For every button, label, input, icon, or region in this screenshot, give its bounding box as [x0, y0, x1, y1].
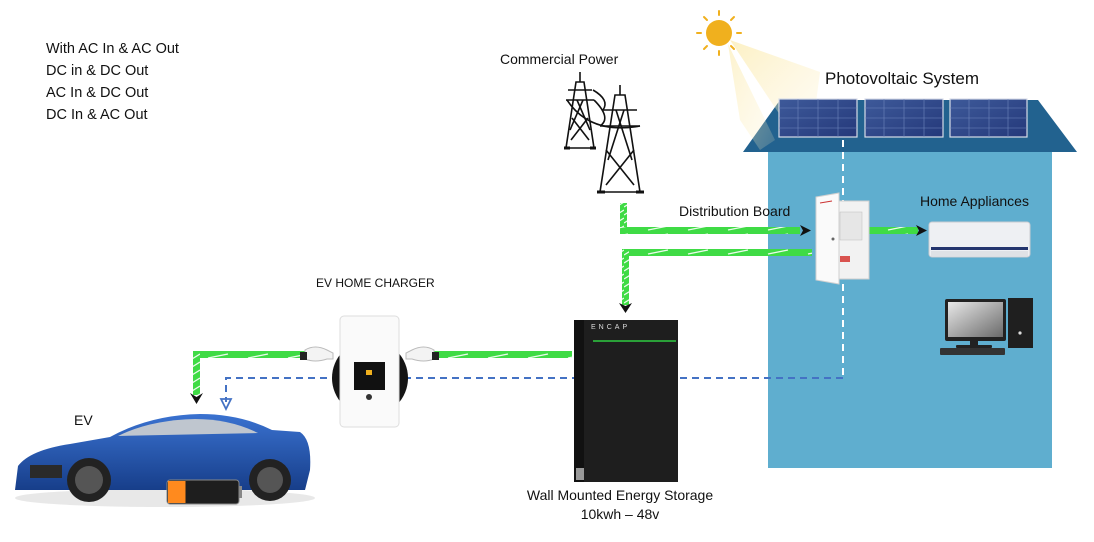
mode-list: With AC In & AC Out DC in & DC Out AC In… [46, 38, 179, 126]
mode-item: AC In & DC Out [46, 85, 149, 101]
ev-home-charger-label: EV HOME CHARGER [316, 276, 435, 290]
home-appliances-label: Home Appliances [920, 193, 1029, 209]
ac-line-storage-to-charger [430, 351, 572, 358]
dc-line [225, 377, 843, 402]
breaker-panel-icon [815, 192, 870, 285]
mode-item: DC In & AC Out [46, 107, 148, 123]
battery-level-icon [166, 479, 242, 505]
sun-icon [696, 10, 742, 56]
ac-line-board-to-storage [622, 249, 812, 305]
transmission-tower-icon [564, 72, 644, 194]
ev-label: EV [74, 412, 93, 428]
solar-panel-icon [864, 98, 944, 138]
solar-panels [778, 98, 1028, 138]
mode-item: With AC In & AC Out [46, 41, 179, 57]
ac-line-grid-to-board [620, 203, 800, 234]
ac-line-board-to-appliance [868, 227, 918, 234]
photovoltaic-system-label: Photovoltaic System [825, 69, 980, 88]
ac-arrow-icon [190, 393, 203, 404]
ac-arrow-icon [619, 303, 632, 313]
commercial-power-label: Commercial Power [500, 51, 619, 67]
air-conditioner-icon [928, 221, 1031, 258]
dc-arrow-icon [219, 398, 233, 412]
energy-storage-icon [574, 320, 678, 482]
desktop-computer-icon [940, 298, 1033, 355]
battery-brand-label: ENCAP [591, 324, 631, 331]
ev-charger-icon [300, 315, 439, 428]
car-icon [15, 414, 315, 507]
solar-panel-icon [949, 98, 1028, 138]
ac-line-charger-to-ev [193, 351, 305, 395]
ac-arrow-icon [800, 225, 811, 236]
distribution-board-label: Distribution Board [679, 203, 791, 219]
storage-title-label: Wall Mounted Energy Storage [526, 487, 714, 503]
battery-charge-fill [168, 481, 186, 503]
ac-arrow-icon [916, 225, 927, 236]
mode-item: DC in & DC Out [46, 63, 149, 79]
solar-panel-icon [778, 98, 858, 138]
storage-spec-label: 10kwh – 48v [580, 506, 660, 522]
